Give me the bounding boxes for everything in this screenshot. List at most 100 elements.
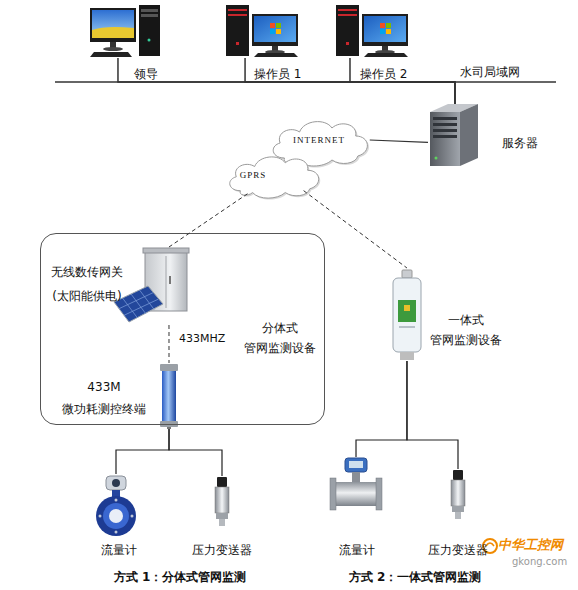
computer-illustration [338, 9, 357, 11]
computer-illustration [336, 5, 359, 56]
pressure-sensor-illustration [215, 477, 229, 526]
radio-link [168, 325, 169, 363]
integrated-device-illustration [393, 278, 421, 352]
signal-wire [169, 429, 222, 476]
node-label: 操作员 2 [360, 66, 407, 82]
server-illustration [433, 135, 457, 138]
computer-illustration [346, 42, 349, 45]
pressure-sensor-illustration [452, 506, 464, 512]
cloud-node: GPRS [222, 148, 324, 200]
computer-illustration [254, 53, 298, 57]
pressure-sensor-node: 压力变送器 [426, 469, 490, 556]
flowmeter-illustration [131, 515, 134, 518]
computer-illustration [226, 5, 298, 57]
computer-illustration [254, 16, 296, 42]
lan-link [245, 58, 455, 104]
flowmeter-illustration [115, 499, 118, 502]
integrated-device-illustration [399, 326, 415, 328]
server-node: 服务器 [428, 104, 538, 166]
node-label: INTERNET [265, 132, 373, 148]
computer-illustration [276, 23, 281, 28]
node-label: 流量计 [322, 542, 392, 558]
terminal-node: 433M 微功耗测控终端 [55, 363, 185, 429]
pressure-sensor-illustration [217, 477, 227, 487]
pressure-sensor-illustration [216, 513, 228, 519]
server-illustration [430, 112, 460, 166]
terminal-illustration [160, 421, 178, 427]
computer-illustration [92, 10, 134, 38]
computer-illustration [141, 9, 158, 12]
flowmeter-illustration [352, 472, 360, 482]
integrated-device-illustration [404, 305, 410, 311]
computer-illustration [236, 42, 239, 45]
flowmeter-illustration [376, 478, 382, 510]
flowmeter-illustration [112, 490, 120, 497]
wireless-link [169, 194, 248, 247]
flowmeter-illustration [103, 503, 129, 529]
computer-illustration [90, 52, 132, 57]
flowmeter-illustration [349, 461, 363, 468]
node-label: 分体式 管网监测设备 [237, 318, 323, 358]
lan-bus-line [55, 81, 556, 83]
terminal-illustration [160, 364, 178, 429]
terminal-illustration [162, 371, 176, 423]
flowmeter-node: 流量计 [326, 457, 388, 556]
signal-wire [407, 361, 458, 469]
server-illustration [435, 157, 438, 160]
server-illustration [433, 123, 457, 126]
computer-node: 领导 [88, 4, 162, 58]
node-label: 无线数传网关 (太阳能供电) [48, 260, 126, 308]
computer-illustration [103, 47, 123, 51]
pressure-sensor-illustration [219, 519, 225, 526]
solar-panel-illustration [119, 293, 153, 309]
node-label: 操作员 1 [254, 66, 301, 82]
flowmeter-illustration [334, 482, 378, 506]
computer-illustration [252, 14, 298, 46]
flowmeter-illustration [330, 478, 336, 510]
caption-text: 方式 2：一体式管网监测 [335, 569, 495, 585]
flowmeter-illustration [96, 476, 136, 536]
server-illustration [430, 104, 478, 166]
signal-wire [116, 429, 169, 474]
computer-illustration [228, 14, 247, 16]
node-label: 服务器 [502, 135, 538, 151]
computer-illustration [226, 5, 249, 56]
computer-illustration [276, 29, 281, 34]
flowmeter-illustration [112, 479, 120, 487]
cloud-outline [222, 148, 324, 200]
lan-link [118, 58, 455, 104]
node-label: 流量计 [84, 542, 154, 558]
computer-illustration [364, 16, 406, 42]
device-node: 一体式 管网监测设备 [388, 268, 508, 361]
node-label: 压力变送器 [420, 542, 496, 558]
caption-text: 方式 1：分体式管网监测 [100, 569, 260, 585]
computer-illustration [386, 29, 391, 34]
terminal-illustration [167, 427, 171, 429]
flowmeter-illustration [109, 509, 123, 523]
computer-illustration [386, 23, 391, 28]
computer-illustration [362, 14, 408, 46]
node-label: 领导 [134, 66, 158, 82]
computer-illustration [148, 39, 151, 42]
flowmeter-node: 流量计 [88, 474, 150, 556]
computer-illustration [92, 27, 134, 38]
integrated-device-illustration [400, 352, 414, 360]
flowmeter-illustration [345, 458, 367, 472]
computer-illustration [338, 14, 357, 16]
solar-panel-illustration [124, 299, 158, 315]
integrated-device-illustration [398, 300, 416, 322]
computer-illustration [364, 53, 408, 57]
gateway-cabinet-illustration [143, 248, 189, 253]
computer-illustration [270, 29, 275, 34]
gateway-cabinet-illustration [166, 256, 167, 308]
flowmeter-illustration [330, 458, 382, 510]
computer-illustration [90, 5, 160, 57]
server-illustration [460, 104, 478, 166]
gateway-node: 无线数传网关 (太阳能供电) [48, 247, 190, 325]
computer-node: 操作员 2 [334, 4, 412, 58]
computer-illustration [228, 9, 247, 11]
integrated-device-illustration [402, 270, 412, 278]
lan-link [350, 58, 455, 104]
node-label: GPRS [228, 167, 278, 183]
node-label: 压力变送器 [184, 542, 260, 558]
